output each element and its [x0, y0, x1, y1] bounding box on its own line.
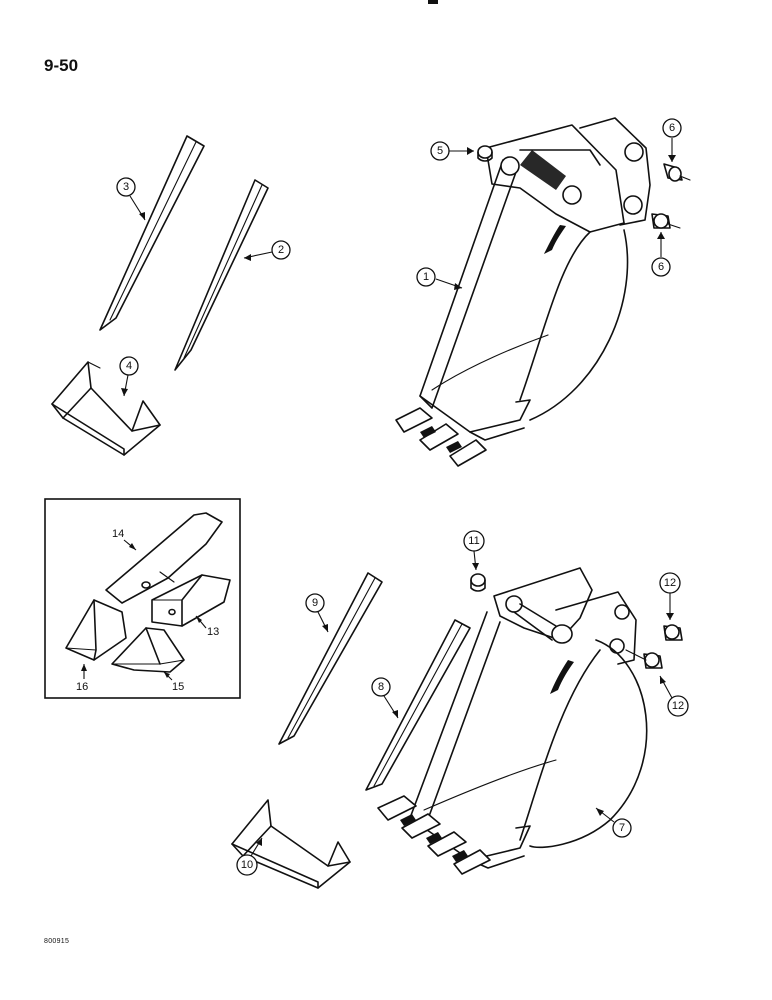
part-11-bushing: [470, 573, 486, 592]
svg-text:14: 14: [112, 528, 124, 540]
svg-text:10: 10: [241, 859, 253, 871]
part-14-tooth-adapter: [105, 512, 223, 604]
part-12-bushing-right: [663, 624, 683, 641]
svg-text:1: 1: [423, 271, 429, 283]
callout-10: 10: [236, 837, 263, 876]
part-5-bushing: [477, 145, 493, 162]
callout-14: 14: [112, 528, 137, 551]
part-16-tooth-point: [65, 599, 127, 661]
callout-11: 11: [463, 530, 485, 571]
svg-text:4: 4: [126, 360, 132, 372]
svg-text:7: 7: [619, 822, 625, 834]
drawing-code: 800915: [44, 938, 70, 945]
callout-3: 3: [116, 177, 146, 221]
callout-9: 9: [305, 593, 329, 633]
svg-text:5: 5: [437, 145, 443, 157]
svg-text:12: 12: [664, 577, 676, 589]
svg-text:15: 15: [172, 681, 184, 693]
callout-12-lower: 12: [659, 675, 689, 717]
svg-text:9: 9: [312, 597, 318, 609]
part-7-bucket-lower: [377, 567, 648, 875]
callout-13: 13: [195, 615, 219, 638]
callout-7: 7: [595, 807, 632, 838]
top-edge-mark: [428, 0, 438, 4]
part-6-bushing-lower: [651, 213, 681, 229]
part-15-tooth-point: [111, 627, 185, 673]
svg-text:13: 13: [207, 626, 219, 638]
svg-text:11: 11: [468, 535, 479, 547]
part-4-cutting-edge: [51, 361, 161, 456]
callout-8: 8: [371, 677, 399, 719]
part-12-bushing-lower: [625, 649, 663, 669]
callout-15: 15: [163, 671, 184, 693]
svg-text:3: 3: [123, 181, 129, 193]
callout-4: 4: [119, 356, 139, 397]
part-6-bushing-top: [663, 163, 691, 182]
part-1-bucket-upper: [395, 117, 651, 467]
page-number: 9-50: [44, 56, 79, 75]
part-3-side-cutter: [99, 135, 205, 331]
svg-text:6: 6: [669, 122, 675, 134]
callout-12-top: 12: [659, 572, 681, 620]
svg-text:2: 2: [278, 244, 284, 256]
callout-6-top: 6: [662, 118, 682, 162]
callout-2: 2: [243, 240, 291, 261]
callout-1: 1: [416, 267, 463, 290]
tooth-parts-inset-frame: [44, 498, 241, 699]
callout-5: 5: [430, 141, 474, 161]
part-10-cutting-edge: [231, 799, 351, 889]
svg-text:12: 12: [672, 700, 684, 712]
callout-16: 16: [76, 664, 88, 693]
svg-text:8: 8: [378, 681, 384, 693]
callout-6-lower: 6: [651, 232, 671, 277]
svg-text:16: 16: [76, 681, 88, 693]
part-13-tooth-point: [151, 574, 231, 627]
part-2-side-cutter: [174, 179, 269, 371]
part-8-side-cutter: [365, 619, 471, 791]
svg-text:6: 6: [658, 261, 664, 273]
part-9-side-cutter: [278, 572, 383, 745]
